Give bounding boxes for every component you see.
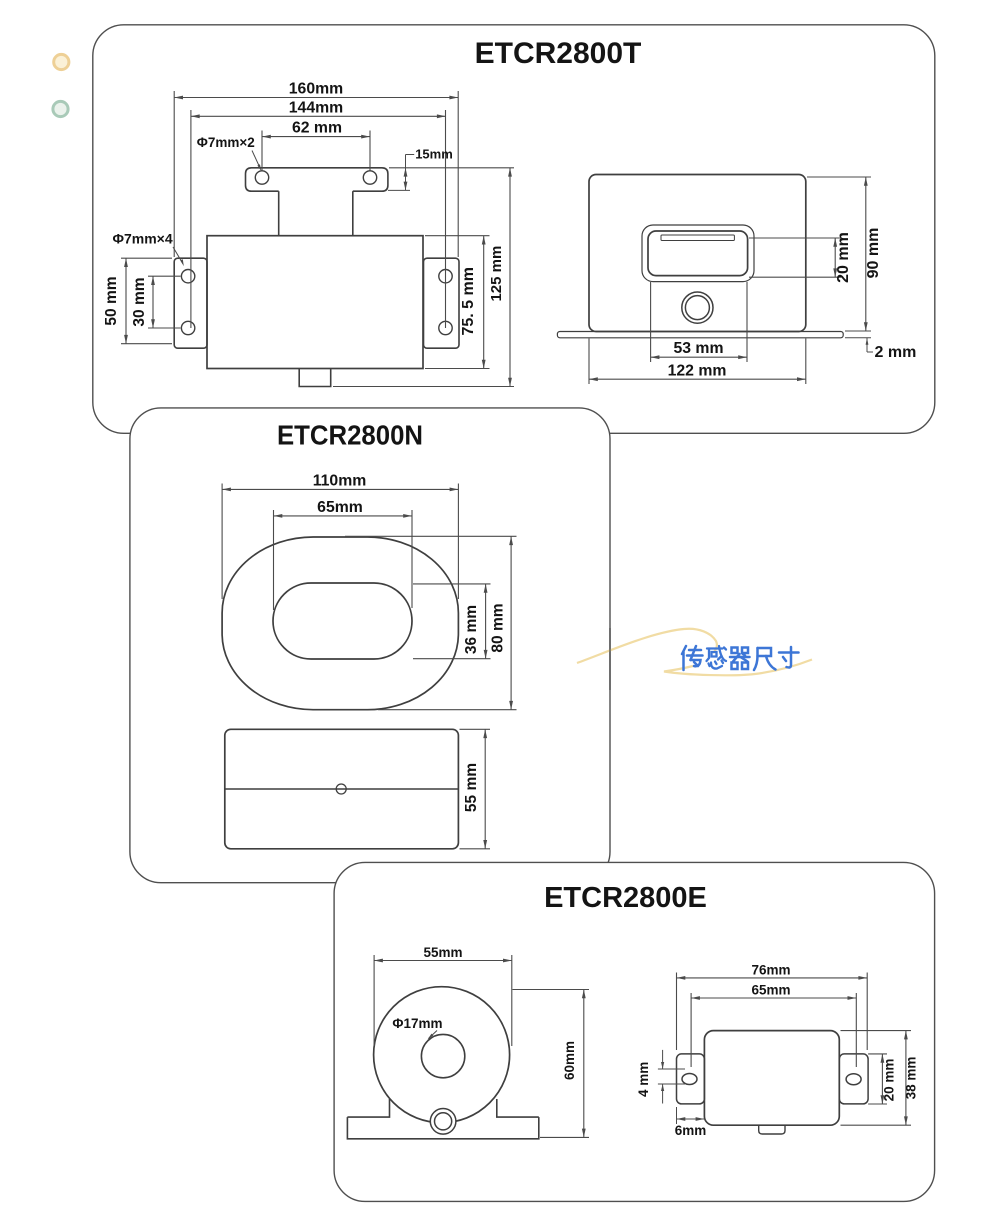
svg-text:55 mm: 55 mm bbox=[463, 763, 480, 812]
svg-text:76mm: 76mm bbox=[751, 963, 790, 978]
svg-text:30 mm: 30 mm bbox=[131, 277, 148, 326]
svg-text:125 mm: 125 mm bbox=[488, 246, 505, 302]
svg-text:62 mm: 62 mm bbox=[292, 120, 342, 137]
svg-text:4 mm: 4 mm bbox=[636, 1062, 651, 1097]
svg-text:15mm: 15mm bbox=[415, 147, 453, 162]
svg-text:38 mm: 38 mm bbox=[904, 1057, 919, 1100]
svg-text:2 mm: 2 mm bbox=[875, 344, 917, 361]
svg-text:90 mm: 90 mm bbox=[865, 228, 882, 279]
svg-text:ETCR2800E: ETCR2800E bbox=[544, 882, 707, 914]
svg-text:ETCR2800N: ETCR2800N bbox=[277, 420, 423, 451]
svg-text:6mm: 6mm bbox=[675, 1123, 707, 1138]
svg-text:55mm: 55mm bbox=[423, 945, 462, 960]
svg-text:53 mm: 53 mm bbox=[673, 340, 723, 357]
svg-text:110mm: 110mm bbox=[313, 473, 367, 490]
svg-text:122 mm: 122 mm bbox=[668, 363, 727, 380]
svg-text:Φ7mm×2: Φ7mm×2 bbox=[197, 135, 255, 150]
svg-text:20 mm: 20 mm bbox=[882, 1059, 897, 1102]
svg-text:Φ17mm: Φ17mm bbox=[392, 1016, 442, 1031]
svg-text:36 mm: 36 mm bbox=[463, 605, 480, 654]
svg-text:Φ7mm×4: Φ7mm×4 bbox=[113, 231, 173, 247]
svg-text:80 mm: 80 mm bbox=[489, 603, 506, 652]
svg-text:20 mm: 20 mm bbox=[835, 232, 852, 283]
svg-text:65mm: 65mm bbox=[317, 499, 363, 516]
svg-text:144mm: 144mm bbox=[289, 100, 343, 117]
svg-text:ETCR2800T: ETCR2800T bbox=[475, 37, 642, 70]
svg-text:65mm: 65mm bbox=[751, 983, 790, 998]
svg-text:160mm: 160mm bbox=[289, 81, 343, 98]
svg-text:50 mm: 50 mm bbox=[103, 276, 120, 325]
svg-text:75. 5 mm: 75. 5 mm bbox=[460, 267, 477, 335]
svg-text:60mm: 60mm bbox=[562, 1041, 577, 1080]
